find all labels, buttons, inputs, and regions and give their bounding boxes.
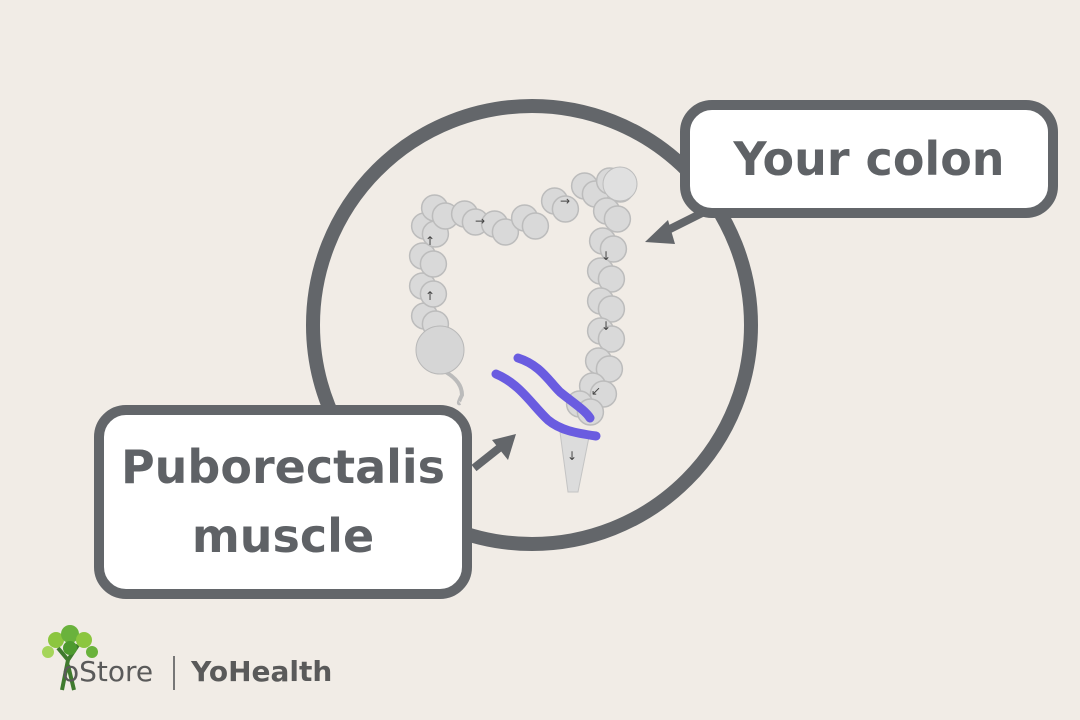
colon-segment [599,235,628,263]
colon-segment [419,250,448,278]
puborectalis-callout-line1: Puborectalis [120,440,446,494]
cecum [415,325,465,375]
flow-arrow-icon: ↓ [601,319,611,333]
arrow-head-icon [492,434,516,460]
flow-arrow-icon: ↑ [425,234,435,248]
arrow-to-muscle [471,441,506,472]
focus-circle [306,99,758,551]
brand-name: oStore [62,655,154,688]
flow-arrow-icon: ↓ [601,249,611,263]
flow-arrow-icon: ↑ [425,289,435,303]
brand-logo: oStore YoHealth [36,620,332,692]
flow-arrow-icon: → [560,194,570,208]
flow-arrow-icon: → [475,214,485,228]
puborectalis-callout-line2: muscle [191,509,375,563]
colon-segment [597,265,626,293]
colon-segment [603,205,632,233]
colon-segment [551,195,580,223]
section-name: YoHealth [191,655,333,688]
colon-callout: Your colon [680,100,1058,218]
flow-arrow-icon: ↙ [591,384,601,398]
logo-divider [173,656,176,690]
colon-segment [597,295,626,323]
colon-segment [521,212,550,240]
colon-segment [597,325,626,353]
puborectalis-muscle-lower [491,369,601,441]
puborectalis-muscle [513,353,595,423]
colon-segment [491,218,520,246]
arrow-head-icon [645,220,675,244]
logo-tree-icon [42,625,98,691]
flow-arrow-icon: ↓ [567,449,577,463]
puborectalis-callout: Puborectalis muscle [94,405,472,599]
colon-callout-text: Your colon [733,132,1005,186]
colon-segment [419,280,448,308]
colon-segment [602,166,638,202]
appendix [441,368,465,406]
